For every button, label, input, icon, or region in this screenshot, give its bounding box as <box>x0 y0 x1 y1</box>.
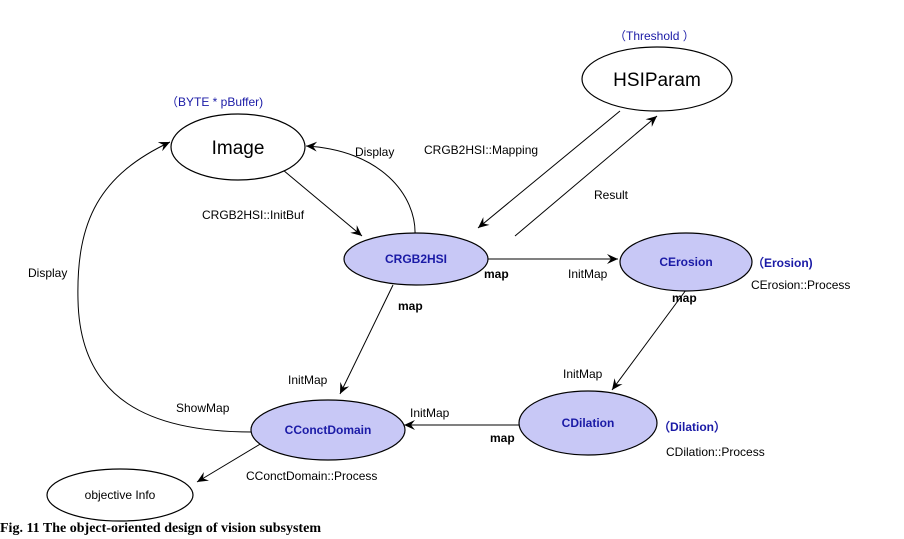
label-map-erosion: map <box>672 291 697 305</box>
node-cconctdomain-label: CConctDomain <box>285 423 372 437</box>
edge-mapping-to-crgb2hsi <box>477 110 621 229</box>
node-crgb2hsi-label: CRGB2HSI <box>385 252 447 266</box>
label-display-top: Display <box>355 145 394 159</box>
node-cerosion <box>619 232 753 292</box>
node-cerosion-label: CErosion <box>659 255 712 269</box>
edge-result-to-hsiparam <box>514 115 658 237</box>
node-objective-info <box>46 468 194 522</box>
node-crgb2hsi <box>343 232 489 286</box>
annotation-erosion: （Erosion) <box>752 255 813 270</box>
node-hsiparam <box>581 46 733 112</box>
edge-crgb2hsi-to-image <box>305 141 416 237</box>
label-cdilation-process: CDilation::Process <box>666 445 765 459</box>
label-initmap-erosion: InitMap <box>568 267 608 281</box>
edge-cconctdomain-to-objective-info <box>196 442 263 483</box>
edge-cconctdomain-to-image <box>77 141 253 433</box>
edge-image-to-crgb2hsi <box>282 169 363 237</box>
node-cdilation-label: CDilation <box>562 416 615 430</box>
label-result: Result <box>594 188 629 202</box>
node-objective-info-label: objective Info <box>85 488 156 502</box>
annotation-dilation: （Dilation） <box>658 419 726 434</box>
label-display-left: Display <box>28 266 67 280</box>
node-cconctdomain <box>250 399 406 461</box>
label-initmap-domain: InitMap <box>288 373 328 387</box>
label-map-right: map <box>484 267 509 281</box>
label-map-dilation: map <box>490 431 515 445</box>
node-hsiparam-label: HSIParam <box>613 70 701 91</box>
node-image-label: Image <box>212 138 265 159</box>
edge-cerosion-to-cdilation <box>611 289 687 391</box>
edge-crgb2hsi-to-cconctdomain <box>339 284 394 395</box>
label-initmap-dilation: InitMap <box>563 367 603 381</box>
label-initmap-left: InitMap <box>410 406 450 420</box>
node-cdilation <box>518 390 658 456</box>
label-showmap: ShowMap <box>176 401 230 415</box>
figure-caption: Fig. 11 The object-oriented design of vi… <box>0 521 321 536</box>
label-cerosion-process: CErosion::Process <box>751 278 850 292</box>
label-mapping: CRGB2HSI::Mapping <box>424 143 538 157</box>
annotation-threshold: （Threshold ） <box>614 29 695 43</box>
node-image <box>170 113 306 181</box>
label-cconctdomain-process: CConctDomain::Process <box>246 469 377 483</box>
annotation-byte-buffer: （BYTE * pBuffer) <box>166 95 263 109</box>
label-initbuf: CRGB2HSI::InitBuf <box>202 208 305 222</box>
label-map-down: map <box>398 299 423 313</box>
